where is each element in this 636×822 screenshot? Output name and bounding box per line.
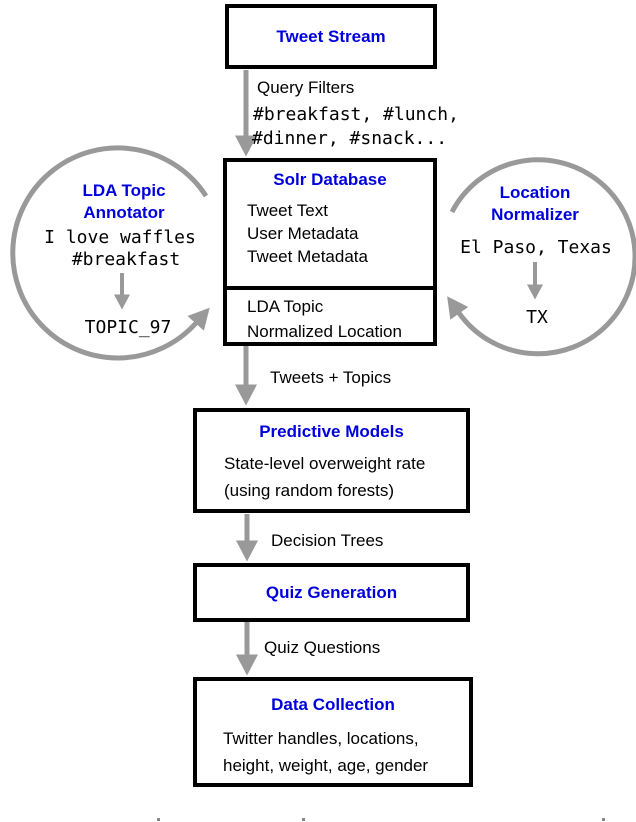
solr-derived-fields-section: LDA Topic Normalized Location: [227, 286, 433, 344]
edge-label-query-filters: Query Filters: [257, 78, 355, 97]
cropped-caption-mark: [157, 818, 160, 821]
query-filters-hashtags-line1: #breakfast, #lunch,: [253, 104, 459, 125]
solr-derived-field: Normalized Location: [247, 322, 402, 341]
solr-field: User Metadata: [247, 224, 359, 243]
data-collection-detail: height, weight, age, gender: [223, 756, 429, 775]
node-quiz-generation: Quiz Generation: [193, 563, 470, 622]
solr-field: Tweet Text: [247, 201, 328, 220]
query-filters-hashtags-line2: #dinner, #snack...: [252, 128, 448, 149]
edge-label-tweets-topics: Tweets + Topics: [270, 368, 392, 387]
location-normalizer-title-line2: Normalizer: [491, 205, 579, 224]
data-collection-detail: Twitter handles, locations,: [223, 729, 419, 748]
edge-label-decision-trees: Decision Trees: [271, 531, 384, 550]
tweet-stream-title: Tweet Stream: [276, 26, 386, 46]
predictive-models-detail: State-level overweight rate: [224, 454, 426, 473]
node-data-collection: Data Collection Twitter handles, locatio…: [193, 677, 473, 787]
node-tweet-stream: Tweet Stream: [225, 4, 437, 69]
cropped-caption-mark: [302, 818, 305, 821]
data-collection-title: Data Collection: [271, 695, 395, 714]
location-example-output: TX: [526, 307, 548, 328]
lda-annotator-title-line2: Annotator: [83, 203, 165, 222]
cropped-caption-mark: [602, 818, 605, 821]
solr-derived-field: LDA Topic: [247, 297, 324, 316]
location-cycle-arc: [447, 157, 636, 357]
lda-annotator-title-line1: LDA Topic: [82, 181, 166, 200]
predictive-models-title: Predictive Models: [259, 422, 404, 441]
node-solr-database: Solr Database Tweet Text User Metadata T…: [223, 158, 437, 346]
solr-fields-section: Solr Database Tweet Text User Metadata T…: [227, 162, 433, 286]
lda-example-input-line2: #breakfast: [71, 249, 181, 270]
location-example-input: El Paso, Texas: [460, 237, 612, 258]
edge-label-quiz-questions: Quiz Questions: [264, 638, 381, 657]
solr-database-title: Solr Database: [273, 170, 387, 189]
quiz-generation-title: Quiz Generation: [265, 582, 398, 602]
lda-example-output: TOPIC_97: [84, 317, 172, 338]
lda-example-input-line1: I love waffles: [44, 227, 196, 248]
lda-cycle-arc: [10, 145, 210, 361]
location-normalizer-title-line1: Location: [499, 183, 571, 202]
solr-field: Tweet Metadata: [247, 247, 368, 266]
predictive-models-detail: (using random forests): [224, 481, 395, 500]
node-predictive-models: Predictive Models State-level overweight…: [193, 408, 470, 513]
